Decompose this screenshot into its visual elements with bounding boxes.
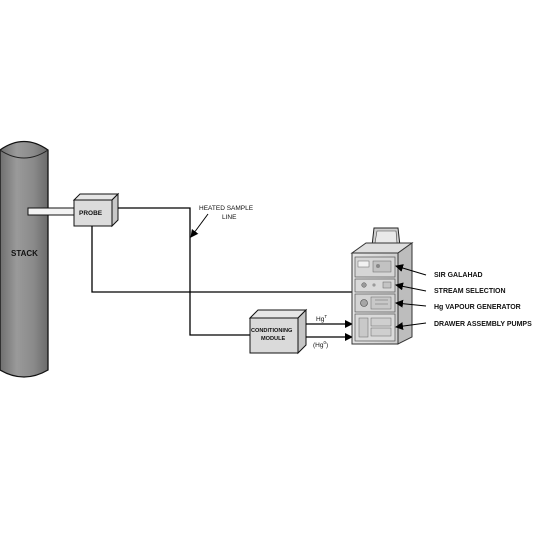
- stream-selection-module: [354, 278, 396, 293]
- sir-galahad-pointer: [395, 264, 427, 276]
- probe-box: PROBE: [72, 192, 120, 228]
- heated-sample-line: [118, 207, 250, 336]
- instrument-cabinet: [350, 242, 414, 345]
- svg-text:HgT: HgT: [316, 314, 327, 323]
- probe-label: PROBE: [79, 210, 103, 217]
- hg-vapour-generator-label: Hg VAPOUR GENERATOR: [434, 304, 521, 311]
- svg-text:(Hg0): (Hg0): [313, 340, 328, 349]
- heated-line-label-2: LINE: [222, 214, 237, 221]
- conditioning-label-2: MODULE: [261, 336, 286, 342]
- hg-vapour-generator-module: [354, 293, 396, 313]
- conditioning-module: CONDITIONING MODULE: [248, 308, 308, 355]
- heated-line-label-1: HEATED SAMPLE: [199, 205, 254, 212]
- stack: STACK: [0, 140, 49, 378]
- hg-total-label: HgT: [316, 314, 327, 323]
- drawer-assembly-pumps-module: [354, 313, 396, 342]
- conditioning-label-1: CONDITIONING: [251, 328, 292, 334]
- stream-selection-label: STREAM SELECTION: [434, 288, 506, 295]
- stack-label: STACK: [11, 249, 38, 258]
- stack-gas-line: [91, 226, 356, 293]
- drawer-assembly-pumps-pointer: [395, 322, 427, 331]
- sir-galahad-module: [354, 256, 396, 278]
- probe-rod: [27, 207, 75, 216]
- stream-selection-pointer: [395, 282, 427, 292]
- sir-galahad-label: SIR GALAHAD: [434, 272, 483, 279]
- hg-elemental-label: (Hg0): [313, 340, 328, 349]
- drawer-assembly-pumps-label: DRAWER ASSEMBLY PUMPS: [434, 321, 532, 328]
- heated-line-pointer: [190, 213, 209, 238]
- hg-vapour-generator-pointer: [395, 299, 427, 308]
